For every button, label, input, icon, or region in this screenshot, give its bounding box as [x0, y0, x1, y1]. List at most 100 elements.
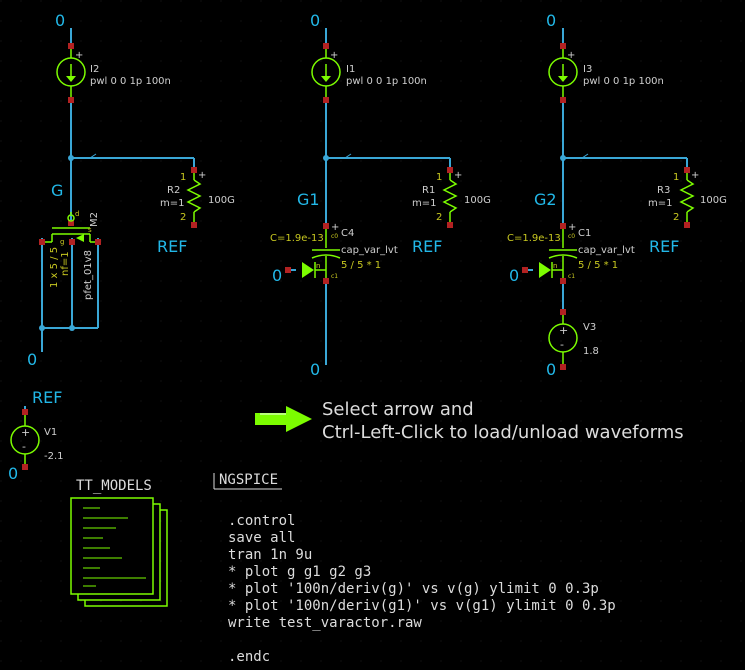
pin-number: 2 [436, 212, 442, 223]
code-line: .control [228, 513, 295, 529]
varactor-size: 5 / 5 * 1 [341, 260, 381, 271]
resistor-r2[interactable]: + 1 2 R2 m=1 100G [160, 167, 235, 228]
net-label-gnd: 0 [546, 11, 556, 30]
net-label-gnd: 0 [55, 11, 65, 30]
svg-text:+: + [568, 222, 576, 233]
pin-number: 1 [180, 172, 186, 183]
varactor-cap: C=1.9e-13 [507, 233, 561, 244]
source-name: V3 [583, 322, 596, 333]
net-label-ref: REF [412, 237, 442, 256]
tt-models-label: TT_MODELS [76, 478, 152, 494]
pfet-m2[interactable]: d g s M2 1 x 5 / 5 nf=1 pfet_01v8 [39, 210, 101, 300]
resistor-name: R1 [422, 185, 435, 196]
net-label-g: G [51, 181, 63, 200]
net-label-g1: G1 [297, 190, 320, 209]
net-label-gnd: 0 [310, 11, 320, 30]
svg-text:-: - [560, 338, 564, 351]
hint-line-1: Select arrow and [322, 399, 474, 420]
net-label-ref: REF [649, 237, 679, 256]
source-name: I3 [583, 64, 592, 75]
svg-text:+: + [691, 170, 699, 181]
svg-text:+: + [198, 170, 206, 181]
source-name: I1 [346, 64, 355, 75]
code-line: * plot g g1 g2 g3 [228, 564, 371, 580]
resistor-value: 100G [208, 195, 235, 206]
svg-text:+: + [559, 324, 568, 337]
resistor-name: R2 [167, 185, 180, 196]
current-source-i2[interactable]: + I2 pwl 0 0 1p 100n [56, 43, 171, 103]
current-source-i3[interactable]: + I3 pwl 0 0 1p 100n [548, 43, 664, 103]
net-label-gnd: 0 [546, 360, 556, 379]
pin-label-c0: c0 [331, 233, 338, 240]
code-line: .endc [228, 649, 270, 665]
net-label-g2: G2 [534, 190, 557, 209]
pin-label-d: d [75, 210, 79, 218]
varactor-model: cap_var_lvt [341, 245, 398, 256]
resistor-name: R3 [657, 185, 670, 196]
svg-text:-: - [22, 440, 26, 453]
varactor-size: 5 / 5 * 1 [578, 260, 618, 271]
voltage-source-v3[interactable]: + - V3 1.8 [548, 309, 599, 370]
net-label-gnd: 0 [8, 464, 18, 483]
green-arrow-icon[interactable] [255, 406, 312, 432]
varactor-name: C4 [341, 228, 354, 239]
varactor-model: cap_var_lvt [578, 245, 635, 256]
resistor-m: m=1 [160, 198, 184, 209]
net-label-gnd: 0 [509, 266, 519, 285]
ngspice-title: NGSPICE [219, 472, 278, 488]
svg-text:+: + [21, 426, 30, 439]
varactor-cap: C=1.9e-13 [270, 233, 324, 244]
document-icon [70, 497, 168, 607]
resistor-value: 100G [464, 195, 491, 206]
svg-text:+: + [454, 170, 462, 181]
svg-text:+: + [331, 222, 339, 233]
net-label-gnd: 0 [27, 350, 37, 369]
current-source-i1[interactable]: + I1 pwl 0 0 1p 100n [311, 43, 427, 103]
source-value: 1.8 [583, 346, 599, 357]
voltage-source-v1[interactable]: + - V1 -2.1 [10, 409, 64, 470]
hint-line-2: Ctrl-Left-Click to load/unload waveforms [322, 422, 684, 443]
pin-label-c1: c1 [568, 273, 575, 280]
net-label-ref: REF [32, 388, 62, 407]
pin-label-n: n [553, 262, 557, 270]
resistor-value: 100G [700, 195, 727, 206]
column-g [39, 28, 195, 352]
net-label-gnd: 0 [272, 266, 282, 285]
source-name: V1 [44, 427, 57, 438]
svg-text:+: + [330, 50, 338, 61]
source-value: pwl 0 0 1p 100n [346, 76, 427, 87]
pin-number: 1 [436, 172, 442, 183]
mosfet-nf: nf=1 [60, 251, 71, 276]
pin-label-c1: c1 [331, 273, 338, 280]
source-value: pwl 0 0 1p 100n [583, 76, 664, 87]
resistor-r3[interactable]: + 1 2 R3 m=1 100G [648, 167, 727, 228]
svg-text:+: + [75, 50, 83, 61]
waveform-hint[interactable]: Select arrow and Ctrl-Left-Click to load… [255, 399, 684, 443]
pin-label-s: s [88, 226, 92, 234]
mosfet-name: M2 [89, 212, 100, 227]
pin-label-n: n [316, 262, 320, 270]
ngspice-code-block[interactable]: NGSPICE .control save all tran 1n 9u * p… [213, 472, 616, 665]
code-line: save all [228, 530, 295, 546]
pin-number: 2 [180, 212, 186, 223]
pin-number: 2 [673, 212, 679, 223]
tt-models-block[interactable]: TT_MODELS [70, 478, 168, 607]
code-line: write test_varactor.raw [228, 615, 422, 631]
mosfet-params: 1 x 5 / 5 [49, 247, 60, 288]
resistor-r1[interactable]: + 1 2 R1 m=1 100G [412, 167, 491, 228]
resistor-m: m=1 [412, 198, 436, 209]
pin-number: 1 [673, 172, 679, 183]
varactor-c4[interactable]: + c0 c1 n C4 C=1.9e-13 cap_var_lvt 5 / 5… [270, 222, 398, 284]
code-line: * plot '100n/deriv(g1)' vs v(g1) ylimit … [228, 598, 616, 614]
mosfet-model: pfet_01v8 [83, 250, 94, 300]
net-label-gnd: 0 [310, 360, 320, 379]
resistor-m: m=1 [648, 198, 672, 209]
column-g1 [288, 28, 451, 365]
varactor-name: C1 [578, 228, 591, 239]
source-name: I2 [90, 64, 99, 75]
pin-label-c0: c0 [568, 233, 575, 240]
code-line: * plot '100n/deriv(g)' vs v(g) ylimit 0 … [228, 581, 599, 597]
varactor-c1[interactable]: + c0 c1 n C1 C=1.9e-13 cap_var_lvt 5 / 5… [507, 222, 635, 284]
code-line: tran 1n 9u [228, 547, 312, 563]
